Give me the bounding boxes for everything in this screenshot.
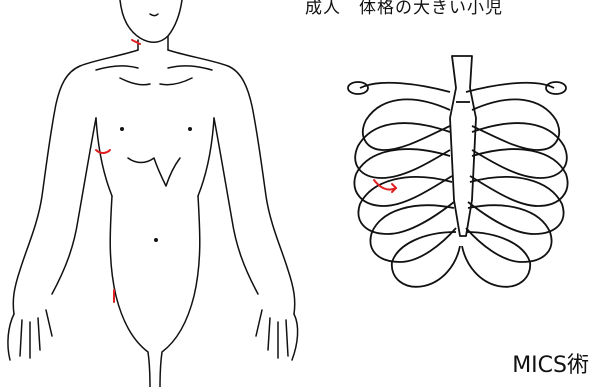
right-ribs — [462, 99, 568, 286]
right-nipple — [188, 127, 192, 131]
right-clavicle-end — [546, 82, 566, 94]
clavicle-lines — [96, 66, 212, 70]
incision-chest — [96, 150, 110, 153]
right-hand — [256, 310, 298, 360]
right-arm-inner — [214, 118, 258, 294]
right-hip-leg — [160, 196, 200, 387]
torso-sides — [96, 118, 214, 196]
clavicle-bones — [360, 83, 554, 92]
left-nipple — [120, 127, 124, 131]
left-arm-outer — [13, 50, 138, 314]
left-ribs — [354, 99, 460, 286]
right-arm-outer — [168, 50, 295, 314]
procedure-label: MICS術 — [512, 347, 589, 379]
human-body-figure — [0, 0, 300, 387]
rib-cage-lower-edge — [128, 158, 180, 186]
rib-cage-figure — [300, 0, 597, 387]
incision-neck — [132, 40, 140, 44]
left-hand — [8, 310, 52, 360]
face-outline — [120, 0, 182, 42]
sternum — [450, 56, 476, 236]
left-arm-inner — [52, 118, 96, 294]
left-clavicle-end — [348, 82, 368, 94]
navel — [154, 238, 158, 242]
chest-upper-lines — [120, 78, 192, 85]
left-hip-leg — [110, 196, 150, 387]
mouth — [150, 14, 158, 16]
